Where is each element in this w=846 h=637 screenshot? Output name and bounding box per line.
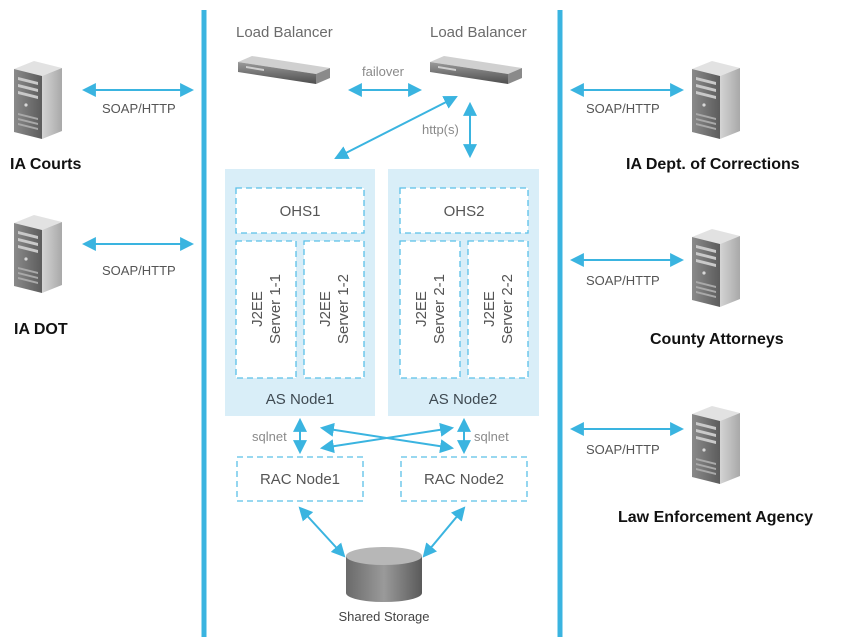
as-node1-label: AS Node1 [266, 391, 334, 408]
j2ee-server-1-1-label-line1: J2EE [249, 291, 266, 327]
rac-node1-label: RAC Node1 [260, 471, 340, 488]
j2ee-server-1-1-label-line2: Server 1-1 [267, 274, 284, 344]
ia-courts-protocol-label: SOAP/HTTP [102, 101, 176, 116]
sqlnet-left-label: sqlnet [252, 429, 287, 444]
ohs2-box [399, 187, 529, 234]
county-attorneys-protocol-label: SOAP/HTTP [586, 273, 660, 288]
rac1-storage-arrow [298, 506, 346, 558]
shared-storage-icon [346, 547, 422, 602]
j2ee-server-2-1-label-line1: J2EE [413, 291, 430, 327]
county-attorneys-label: County Attorneys [650, 331, 784, 348]
rac2-storage-arrow [422, 506, 466, 558]
j2ee-server-2-1-box [399, 240, 461, 379]
ia-courts-server-icon [14, 61, 62, 139]
j2ee-server-1-2-label-line1: J2EE [317, 291, 334, 327]
ia-dot-protocol-label: SOAP/HTTP [102, 263, 176, 278]
sqlnet-cross-arrow-2 [319, 422, 455, 454]
j2ee-server-2-2-box [467, 240, 529, 379]
failover-label: failover [362, 64, 405, 79]
corrections-protocol-label: SOAP/HTTP [586, 101, 660, 116]
as-node2-label: AS Node2 [429, 391, 497, 408]
rac-node1-box [236, 456, 364, 502]
rac-node2-box [400, 456, 528, 502]
shared-storage-label: Shared Storage [338, 609, 429, 624]
j2ee-server-2-2-label-line1: J2EE [481, 291, 498, 327]
https-label: http(s) [422, 122, 459, 137]
ohs1-box [235, 187, 365, 234]
corrections-label: IA Dept. of Corrections [626, 156, 800, 173]
load-balancer-1-icon [238, 56, 330, 84]
ia-dot-server-icon [14, 215, 62, 293]
ohs1-label: OHS1 [280, 203, 321, 220]
j2ee-server-1-2-box [303, 240, 365, 379]
law-enforcement-server-icon [692, 406, 740, 484]
law-enforcement-label: Law Enforcement Agency [618, 509, 813, 526]
j2ee-server-2-2-label-line2: Server 2-2 [499, 274, 516, 344]
j2ee-server-1-2-label-line2: Server 1-2 [335, 274, 352, 344]
j2ee-server-2-1-label-line2: Server 2-1 [431, 274, 448, 344]
load-balancer-2-icon [430, 56, 522, 84]
county-attorneys-server-icon [692, 229, 740, 307]
ohs2-label: OHS2 [444, 203, 485, 220]
load-balancer-2-label: Load Balancer [430, 24, 527, 41]
j2ee-server-1-1-box [235, 240, 297, 379]
ia-dot-label: IA DOT [14, 321, 68, 338]
lb-to-as-node1-arrow [334, 96, 458, 159]
rac-node2-label: RAC Node2 [424, 471, 504, 488]
ia-courts-label: IA Courts [10, 156, 82, 173]
law-enforcement-protocol-label: SOAP/HTTP [586, 442, 660, 457]
corrections-server-icon [692, 61, 740, 139]
load-balancer-1-label: Load Balancer [236, 24, 333, 41]
sqlnet-right-label: sqlnet [474, 429, 509, 444]
